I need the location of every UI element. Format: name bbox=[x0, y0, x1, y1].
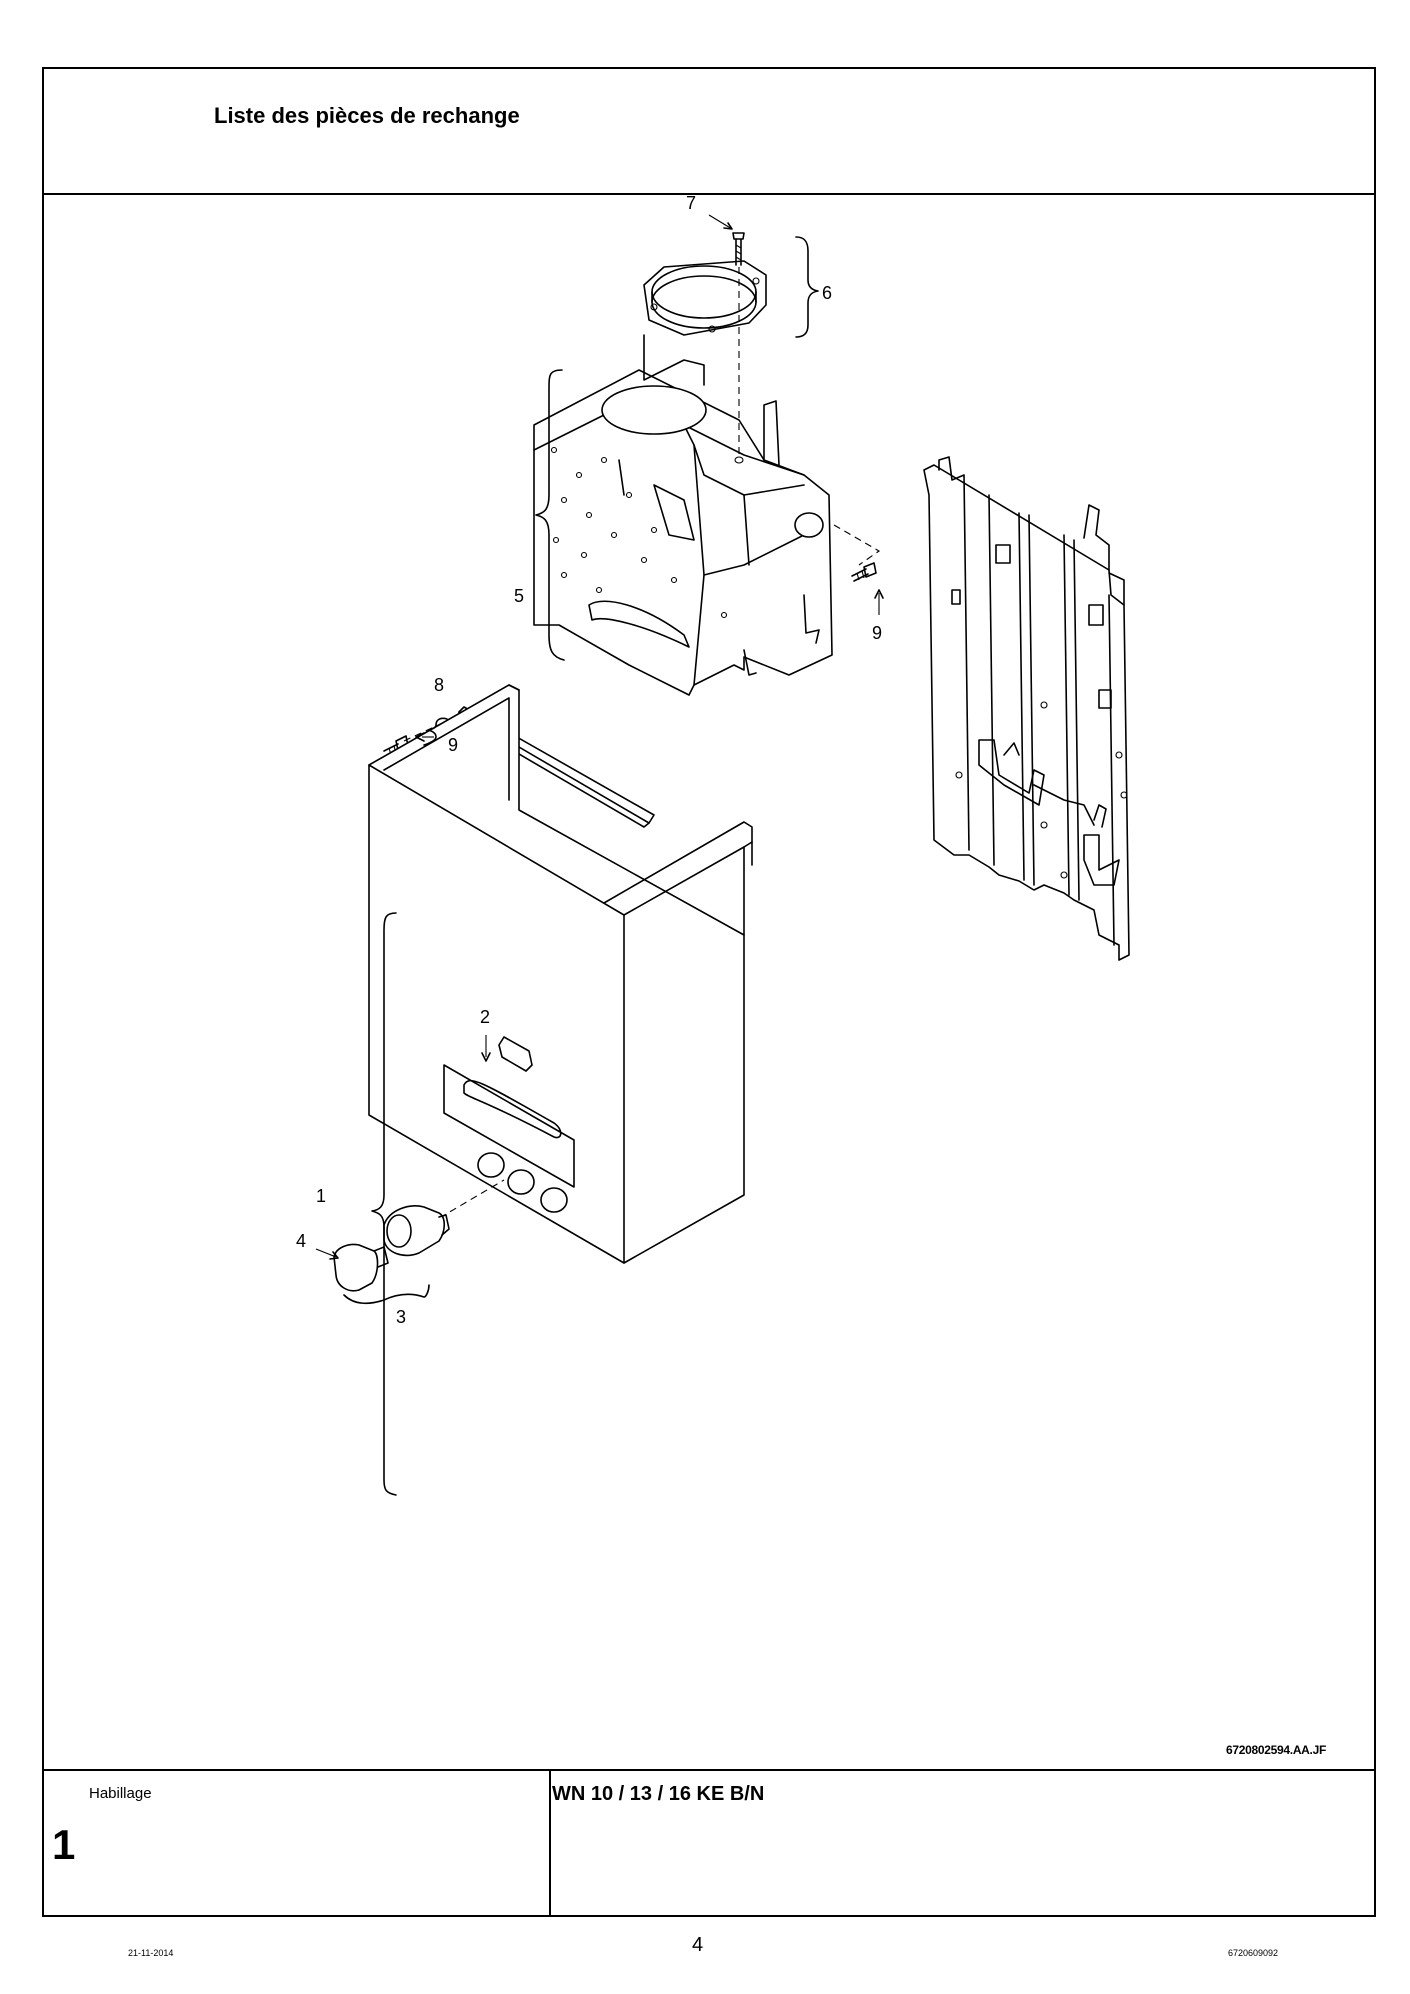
model-designation: WN 10 / 13 / 16 KE B/N bbox=[552, 1783, 765, 1805]
screw-9-right bbox=[851, 562, 877, 582]
back-panel bbox=[923, 456, 1130, 961]
callout-1: 1 bbox=[316, 1186, 326, 1206]
callout-8: 8 bbox=[434, 675, 444, 695]
callout-4: 4 bbox=[296, 1231, 306, 1251]
page-number: 4 bbox=[692, 1934, 704, 1956]
footer-date: 21-11-2014 bbox=[128, 1948, 174, 1958]
page-title: Liste des pièces de rechange bbox=[214, 103, 520, 128]
section-label: Habillage bbox=[89, 1785, 152, 1802]
document-reference: 6720609092 bbox=[1228, 1948, 1279, 1958]
brace-3 bbox=[343, 1284, 430, 1305]
knob-adapter bbox=[383, 1205, 450, 1257]
callout-5: 5 bbox=[514, 586, 524, 606]
brace-6 bbox=[795, 236, 819, 338]
header-divider bbox=[44, 193, 1374, 195]
info-divider bbox=[44, 1769, 1374, 1771]
callout-9-right: 9 bbox=[872, 623, 882, 643]
info-column-divider bbox=[549, 1769, 551, 1915]
page-frame: Liste des pièces de rechange bbox=[42, 67, 1376, 1917]
brace-8 bbox=[423, 717, 448, 746]
knob bbox=[333, 1243, 389, 1292]
callout-6: 6 bbox=[822, 283, 832, 303]
section-number: 1 bbox=[52, 1821, 76, 1868]
flue-collar bbox=[643, 260, 767, 336]
drawing-reference: 6720802594.AA.JF bbox=[1226, 1743, 1326, 1757]
callout-7: 7 bbox=[686, 195, 696, 213]
callout-9-left: 9 bbox=[448, 735, 458, 755]
callout-2: 2 bbox=[480, 1007, 490, 1027]
flue-hood bbox=[533, 334, 833, 696]
callout-3: 3 bbox=[396, 1307, 406, 1327]
exploded-view-drawing: 7 6 5 8 9 9 1 2 4 3 bbox=[296, 195, 1130, 1496]
brace-1 bbox=[371, 912, 397, 1496]
screw-7 bbox=[732, 232, 745, 266]
brace-5 bbox=[535, 369, 565, 661]
casing bbox=[368, 684, 753, 1264]
